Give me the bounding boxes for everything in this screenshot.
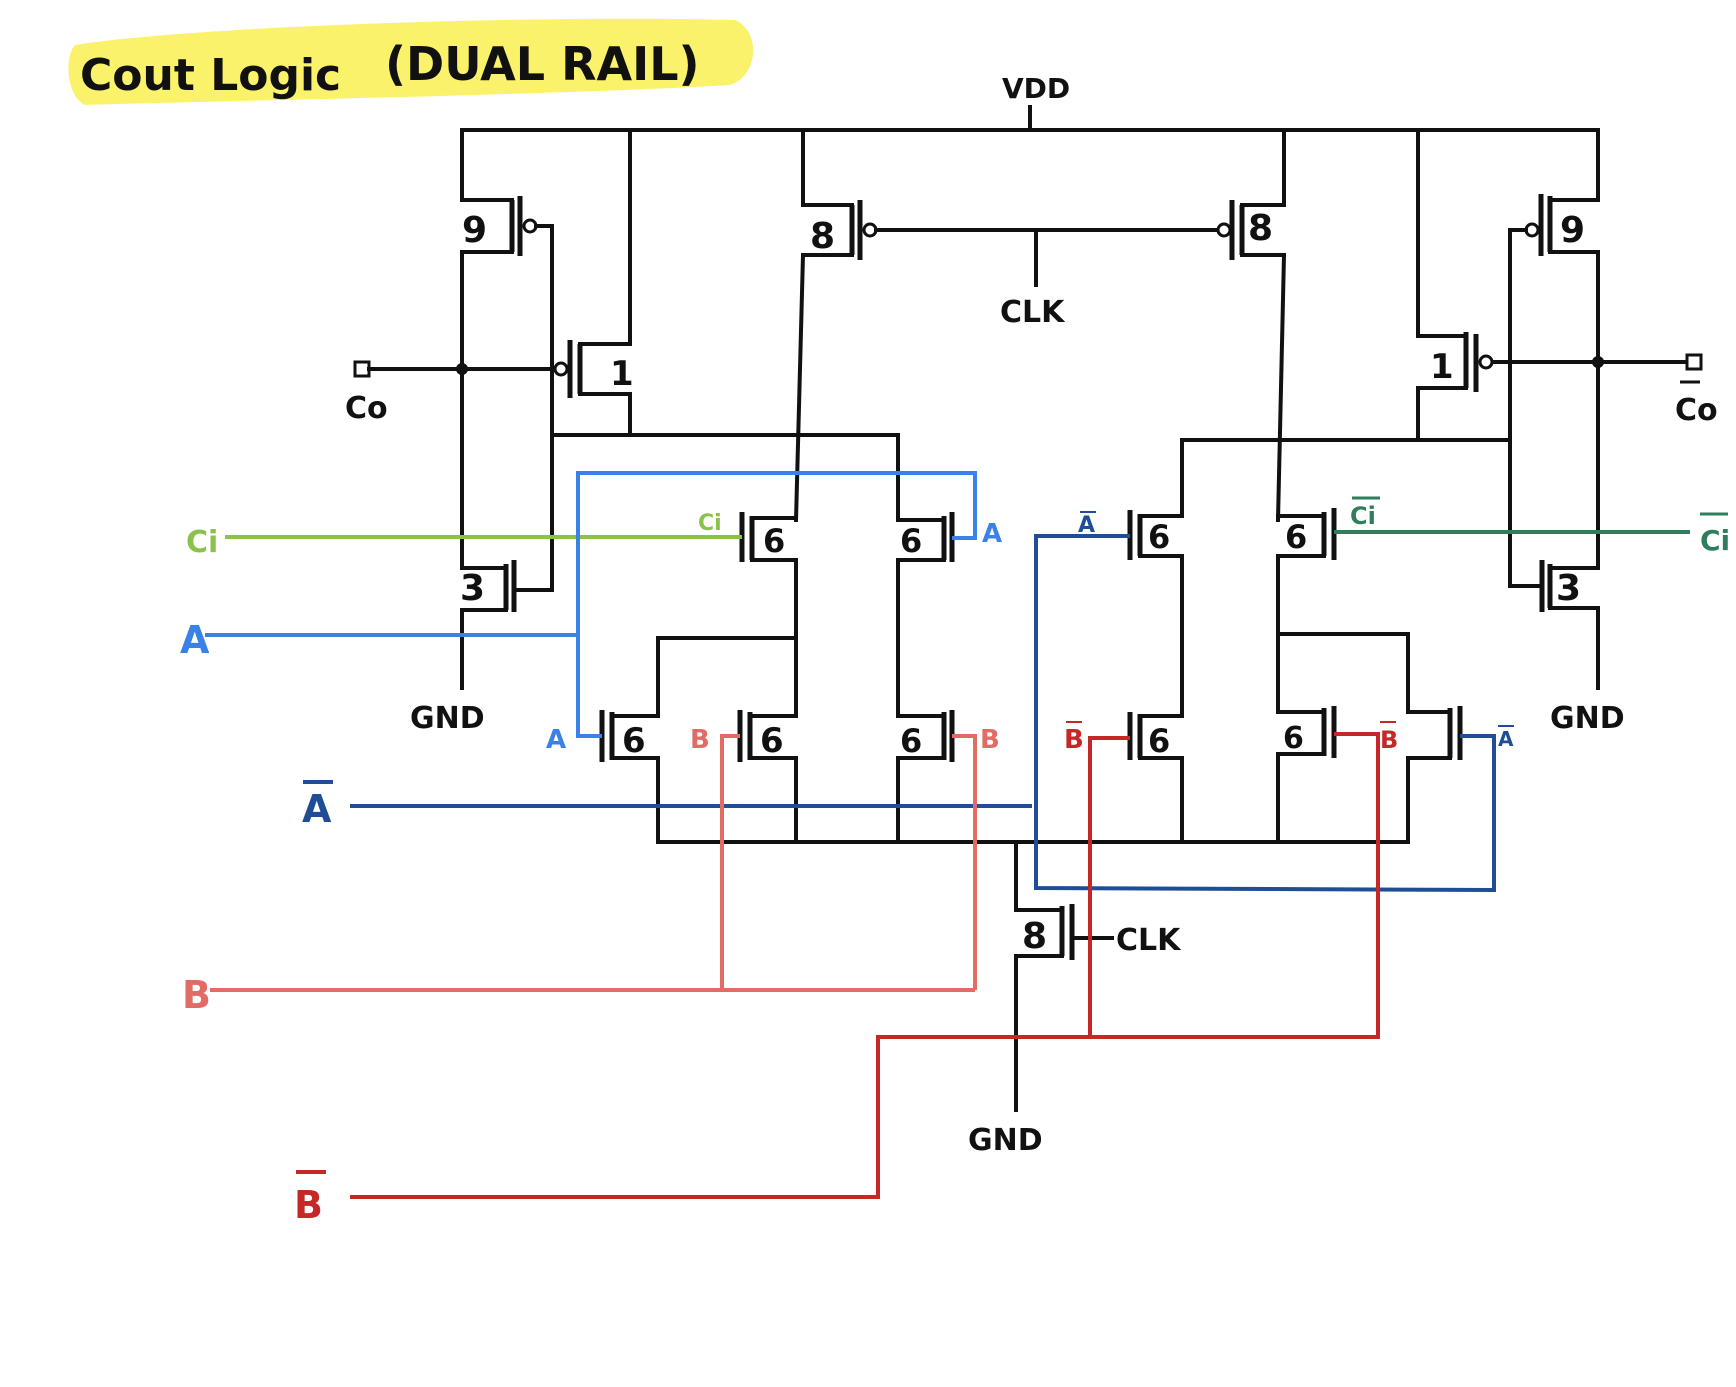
nmos-foot: 8 [1014, 840, 1114, 1112]
nmos-ci-size: 6 [763, 522, 785, 560]
input-ci-bar-label: Ci [1700, 524, 1730, 557]
nmos-bbar-right-size: 6 [1283, 721, 1304, 756]
pmos-inverter-right: 1 [1416, 128, 1494, 442]
pmos-precharge-left-size: 8 [810, 216, 835, 257]
nmos-foot-size: 8 [1022, 916, 1047, 957]
nmos-inverter-right: 3 [1508, 560, 1600, 690]
title-highlight [68, 18, 754, 105]
co-bar-junction [1592, 356, 1604, 368]
wire-a: A A A [180, 471, 1002, 755]
input-a-bar-label: A [302, 787, 332, 831]
input-a-label: A [180, 618, 210, 662]
gate-tag-ci: Ci [698, 511, 722, 536]
input-b-bar-label: B [294, 1183, 323, 1227]
clk-bottom-label: CLK [1116, 923, 1182, 958]
gnd-right-label: GND [1550, 701, 1625, 736]
page-subtitle: (DUAL RAIL) [385, 37, 700, 91]
pmos-keeper-left: 9 [460, 128, 554, 592]
gate-tag-a-bar-left: A [1078, 513, 1095, 538]
wire-a-bar: A A A [302, 511, 1514, 893]
wire-b: B B B [182, 725, 1000, 1017]
pmos-keeper-left-size: 9 [462, 210, 487, 251]
nmos-abar-right [1406, 632, 1463, 844]
nmos-a-low-size: 6 [622, 721, 646, 761]
nmos-b-mid-size: 6 [760, 721, 784, 761]
nmos-inverter-left: 3 [460, 560, 554, 690]
nmos-cibar-size: 6 [1285, 518, 1307, 556]
nmos-a-top-size: 6 [900, 522, 922, 560]
input-ci-label: Ci [186, 525, 218, 560]
vdd-label: VDD [1002, 72, 1070, 105]
gate-tag-b-right: B [980, 725, 1000, 755]
pmos-precharge-right: 8 [1216, 128, 1287, 523]
co-bar-label: Co [1675, 393, 1718, 428]
nmos-bbar-mid-size: 6 [1148, 722, 1170, 760]
nmos-abar-top: 6 [1127, 510, 1184, 718]
wire-ci: Ci Ci [186, 511, 742, 560]
pmos-inverter-right-size: 1 [1430, 347, 1454, 387]
wire-ci-bar: Ci Ci [1334, 496, 1730, 557]
co-bar-terminal [1685, 353, 1703, 371]
nmos-a-top: 6 [896, 512, 955, 718]
nmos-a-low: 6 [599, 636, 660, 844]
nmos-b-right: 6 [896, 710, 955, 844]
pmos-precharge-right-size: 8 [1248, 208, 1273, 249]
page-title: Cout Logic [80, 50, 341, 101]
pmos-precharge-left: 8 [793, 128, 878, 523]
gnd-bottom-label: GND [968, 1123, 1043, 1158]
clk-top-label: CLK [1000, 295, 1066, 330]
nmos-abar-top-size: 6 [1148, 518, 1170, 556]
gate-tag-a-right: A [982, 519, 1002, 549]
nmos-ci: 6 [739, 512, 798, 642]
co-label: Co [345, 391, 388, 426]
nmos-inverter-right-size: 3 [1556, 568, 1581, 609]
pmos-inverter-left-size: 1 [610, 354, 634, 394]
gate-tag-a-bar-right: A [1498, 727, 1514, 751]
pmos-keeper-right-size: 9 [1560, 210, 1585, 251]
gnd-left-label: GND [410, 701, 485, 736]
pmos-keeper-right: 9 [1508, 128, 1600, 588]
nmos-b-mid: 6 [737, 638, 798, 844]
gate-tag-b-bar-left: B [1064, 725, 1084, 755]
input-b-label: B [182, 973, 211, 1017]
gate-tag-a-low: A [546, 725, 566, 755]
gate-tag-ci-bar: Ci [1350, 502, 1376, 530]
co-junction [456, 363, 468, 375]
nmos-b-right-size: 6 [900, 722, 922, 760]
co-terminal [353, 360, 371, 378]
nmos-bbar-mid: 6 [1127, 712, 1184, 844]
nmos-bbar-right: 6 [1276, 632, 1337, 844]
nmos-cibar: 6 [1276, 508, 1337, 636]
gate-tag-b-mid: B [690, 725, 710, 755]
pmos-inverter-left: 1 [553, 128, 634, 437]
gate-tag-b-bar-right: B [1380, 726, 1398, 754]
wire-b-bar: B B B [294, 721, 1398, 1227]
nmos-inverter-left-size: 3 [460, 568, 485, 609]
